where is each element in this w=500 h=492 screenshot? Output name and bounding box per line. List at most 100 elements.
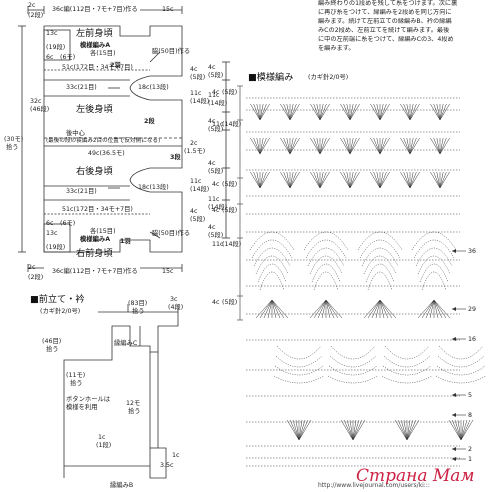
fan-stitch [349,137,357,155]
fan-stitch [439,137,447,155]
shell-stitch [317,299,327,319]
fan-stitch [313,103,321,121]
rf-6c-rows: (6モ) [60,220,76,227]
fan-stitch [283,103,291,121]
fan-stitch [439,103,450,121]
fan-stitch [313,171,321,189]
buttonhole-note: ボタンホールは [66,396,111,403]
shell-stitch [352,419,366,441]
side-4c-a: 4c [208,64,216,71]
pineapple-arch [436,365,486,376]
shell-stitch [379,299,385,319]
pineapple-arch [382,365,432,376]
shell-stitch [325,299,331,319]
pineapple-arch [307,247,345,267]
fan-stitch [433,171,441,189]
note-line: 編みます。続けて左前立ての縁編みB、衿の縁編 [318,17,452,25]
fan-stitch [379,103,390,121]
lf-33c: 33c(21目) [66,84,97,91]
fan-stitch [259,171,264,189]
fan-stitch [289,137,297,155]
pineapple-arch [437,355,485,368]
shell-stitch [379,299,393,319]
fan-stitch [376,171,381,189]
shell-stitch [298,419,303,441]
fan-stitch [259,137,264,155]
pineapple-arch [421,271,447,291]
top-dim-count: 36c編(112目・7モ+7目)作る [52,6,138,13]
shell-stitch [394,419,408,441]
shell-stitch [375,299,381,319]
rb-18c: 18c(13段) [138,184,169,191]
shell-stitch [397,419,408,441]
lb-11c-rows: (14段) [190,98,210,105]
fan-stitch [256,103,261,121]
pineapple-arch [365,263,395,283]
fan-stitch [346,171,351,189]
fan-stitch [319,137,324,155]
fan-stitch [286,171,291,189]
fan-stitch [400,103,411,121]
note-line: を編みます。 [318,44,355,52]
shell-stitch [271,299,289,319]
side-4c-d-rows: (5段) [208,232,224,239]
lb-11c: 11c [190,90,202,97]
pineapple-arch [328,365,378,376]
collar-edge-c: 縁編みC [114,340,138,347]
shell-stitch [417,299,435,319]
shell-stitch [352,419,363,441]
collar-hook: (カギ針2/0号) [40,308,81,315]
side-30mo: (30モ) [4,136,24,143]
fan-stitch [280,171,291,189]
row-number: 2 [468,446,473,453]
fan-stitch [319,171,327,189]
lf-stitch: 模様編みA [80,42,111,49]
fan-stitch [280,103,291,121]
fan-stitch [439,171,444,189]
fan-stitch [349,137,360,155]
fan-stitch [346,103,351,121]
shell-stitch [267,299,273,319]
lf-arrow: 2羽 [110,62,121,69]
fan-stitch [283,171,291,189]
fan-stitch [343,137,351,155]
fan-stitch [280,137,291,155]
fan-stitch [256,171,261,189]
chart-left-label: 4c [212,299,220,306]
fan-stitch [439,171,447,189]
lb-32c-rows: (46段) [30,106,50,113]
fan-stitch [343,103,351,121]
rb-title: 右後身頃 [76,166,113,177]
shell-stitch [460,419,468,441]
lf-pick: 脇(50目)作る [152,48,191,55]
lf-6c-rows: (6モ) [60,54,76,61]
chart-left-label-rows: (14段) [222,239,241,248]
shell-stitch [433,299,443,319]
collar-46: (46目) [42,338,62,345]
shell-stitch [298,419,309,441]
fan-stitch [340,103,351,121]
center-back-label: 後中心 [66,130,85,137]
row-number: 5 [468,392,473,399]
pineapple-arch [305,239,347,259]
row-arrow-head [452,307,456,311]
collar-bullet: ■ [30,294,39,305]
shell-stitch [298,419,306,441]
shell-stitch [271,299,277,319]
fan-stitch [259,103,264,121]
fan-stitch [289,171,300,189]
rf-pick: 脇(50目)作る [152,230,191,237]
pineapple-arch [357,231,403,251]
shell-stitch [425,299,435,319]
shell-stitch [271,299,281,319]
chart-title-text: 模様編み [256,72,294,83]
side-4c-c-rows: (5段) [208,168,224,175]
shell-stitch [406,419,411,441]
shell-stitch [406,419,420,441]
pineapple-arch [259,271,285,291]
fan-stitch [379,137,384,155]
collar-1c-b: 1c [172,452,180,459]
row-number: 36 [468,248,477,255]
shell-stitch [433,299,451,319]
